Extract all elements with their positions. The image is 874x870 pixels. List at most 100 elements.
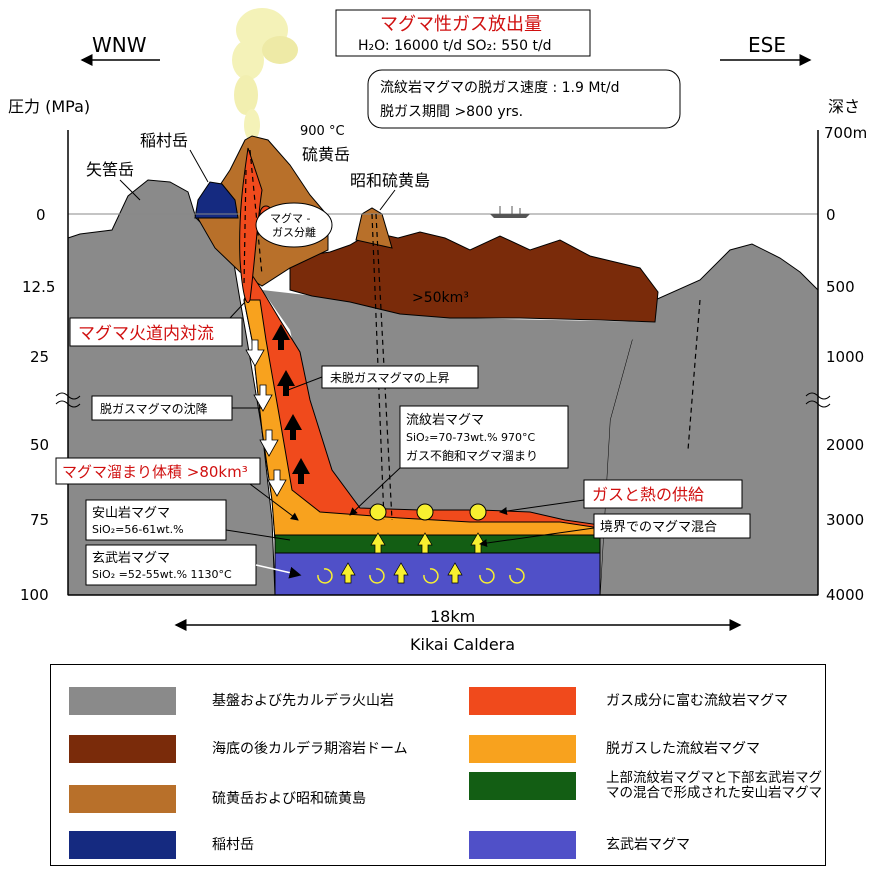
right-tick-2: 500 — [826, 278, 855, 296]
label-basalt-title: 玄武岩マグマ — [92, 551, 170, 566]
legend-item-dome: 海底の後カルデラ期溶岩ドーム — [69, 735, 408, 763]
left-tick-4: 75 — [30, 511, 49, 529]
degas-info-box — [367, 69, 681, 129]
right-tick-0: 700m — [824, 124, 867, 142]
label-dome-volume: >50km³ — [412, 290, 469, 306]
label-basalt-sio2: SiO₂ =52-55wt.% 1130°C — [92, 568, 232, 581]
pointer-showa — [379, 189, 396, 211]
legend-label: 玄武岩マグマ — [606, 837, 690, 853]
legend-item-inamuradake: 稲村岳 — [69, 831, 254, 859]
convection-swirls — [317, 568, 525, 584]
label-andesite-title: 安山岩マグマ — [92, 506, 170, 521]
degassed-magma — [243, 299, 601, 541]
pointer-inamuradake — [189, 149, 209, 183]
label-rhyolite-chamber: ガス不飽和マグマ溜まり — [406, 448, 538, 463]
ship-icon — [490, 206, 530, 218]
label-gas-heat: ガスと熱の供給 — [592, 485, 704, 504]
right-tick-1: 0 — [826, 206, 836, 224]
legend-label: 稲村岳 — [212, 837, 254, 853]
mixing-box — [593, 513, 751, 539]
gas-heat-box — [583, 479, 743, 509]
label-conduit-convection: マグマ火道内対流 — [78, 324, 214, 344]
gas-plume — [232, 8, 298, 141]
left-axis-title: 圧力 (MPa) — [8, 97, 90, 116]
left-tick-1: 12.5 — [22, 278, 55, 296]
left-tick-0: 0 — [36, 206, 46, 224]
inamuradake-cone — [194, 181, 239, 219]
legend: 基盤および先カルデラ火山岩 海底の後カルデラ期溶岩ドーム 硫黄岳および昭和硫黄島… — [50, 664, 826, 866]
legend-swatch — [469, 735, 576, 763]
legend-item-basalt: 玄武岩マグマ — [469, 831, 690, 859]
legend-swatch — [69, 785, 176, 813]
legend-item-iodake: 硫黄岳および昭和硫黄島 — [69, 785, 366, 813]
degas-period: 脱ガス期間 >800 yrs. — [380, 104, 523, 120]
legend-label: 硫黄岳および昭和硫黄島 — [212, 791, 366, 807]
legend-item-andesite: 上部流紋岩マグマと下部玄武岩マグマの混合で形成された安山岩マグマ — [469, 771, 826, 801]
axis-break-right — [805, 392, 831, 408]
legend-item-gas-rich-rhyolite: ガス成分に富む流紋岩マグマ — [469, 687, 788, 715]
pointer-andesite — [225, 529, 291, 541]
andesite-box — [85, 499, 227, 541]
label-scale-km: 18km — [430, 607, 475, 626]
right-tick-3: 1000 — [826, 348, 864, 366]
conduit-convection-box — [69, 317, 243, 347]
legend-label: ガス成分に富む流紋岩マグマ — [606, 693, 788, 709]
wnw-label: WNW — [92, 33, 147, 57]
legend-label: 上部流紋岩マグマと下部玄武岩マグマの混合で形成された安山岩マグマ — [606, 770, 822, 801]
emission-box — [335, 9, 591, 57]
pointer-gas-heat — [499, 499, 585, 515]
pointer-chamber — [249, 483, 299, 521]
label-magma-gas-sep-1: マグマ - — [270, 211, 310, 225]
label-degassed: 脱ガスマグマの沈降 — [100, 401, 208, 416]
legend-swatch — [69, 687, 176, 715]
pointer-rhyolite — [349, 467, 401, 516]
emission-title: マグマ性ガス放出量 — [380, 14, 542, 35]
legend-swatch — [469, 687, 576, 715]
label-inamuradake: 稲村岳 — [140, 131, 188, 150]
right-axis-title: 深さ — [828, 97, 860, 116]
pointer-basalt — [255, 564, 302, 579]
label-andesite-sio2: SiO₂=56-61wt.% — [92, 523, 184, 536]
gas-bubbles — [369, 503, 487, 521]
label-temp900: 900 °C — [300, 124, 345, 139]
right-tick-5: 3000 — [826, 511, 864, 529]
right-tick-4: 2000 — [826, 436, 864, 454]
legend-swatch — [469, 831, 576, 859]
degas-rate: 流紋岩マグマの脱ガス速度 : 1.9 Mt/d — [380, 80, 620, 96]
label-iodake: 硫黄岳 — [302, 145, 350, 164]
legend-swatch — [69, 831, 176, 859]
pointer-undegassed — [287, 376, 323, 391]
chamber-volume-box — [55, 457, 261, 485]
label-rhyolite-sio2: SiO₂=70-73wt.% 970°C — [406, 431, 536, 444]
label-caldera: Kikai Caldera — [410, 635, 515, 654]
pointer-mixing — [479, 527, 595, 547]
left-tick-3: 50 — [30, 436, 49, 454]
label-yahazudake: 矢筈岳 — [86, 160, 134, 179]
andesite-layer — [274, 534, 601, 554]
legend-item-degassed-rhyolite: 脱ガスした流紋岩マグマ — [469, 735, 760, 763]
right-tick-6: 4000 — [826, 586, 864, 604]
rhyolite-box — [399, 405, 569, 469]
pointer-conduit — [229, 301, 246, 319]
label-showa-iojima: 昭和硫黄島 — [350, 171, 430, 190]
ese-label: ESE — [748, 33, 786, 57]
showa-iojima-island — [355, 207, 393, 249]
axis-break-left — [55, 392, 81, 408]
left-tick-5: 100 — [20, 586, 49, 604]
degassed-descent-arrows — [245, 339, 287, 497]
legend-label: 海底の後カルデラ期溶岩ドーム — [212, 741, 408, 757]
label-magma-gas-sep-2: ガス分離 — [272, 225, 316, 239]
basalt-box — [85, 544, 257, 586]
legend-label: 基盤および先カルデラ火山岩 — [212, 693, 394, 709]
undegassed-ascent-arrows — [272, 324, 310, 484]
label-undegassed: 未脱ガスマグマの上昇 — [330, 370, 450, 385]
pointer-yahazudake — [119, 179, 141, 201]
legend-item-basement: 基盤および先カルデラ火山岩 — [69, 687, 394, 715]
legend-label: 脱ガスした流紋岩マグマ — [606, 741, 760, 757]
label-mixing: 境界でのマグマ混合 — [600, 520, 717, 535]
lava-dome — [289, 231, 659, 323]
magma-gas-sep-bubble — [255, 202, 333, 248]
left-tick-2: 25 — [30, 348, 49, 366]
emission-values: H₂O: 16000 t/d SO₂: 550 t/d — [358, 38, 552, 54]
